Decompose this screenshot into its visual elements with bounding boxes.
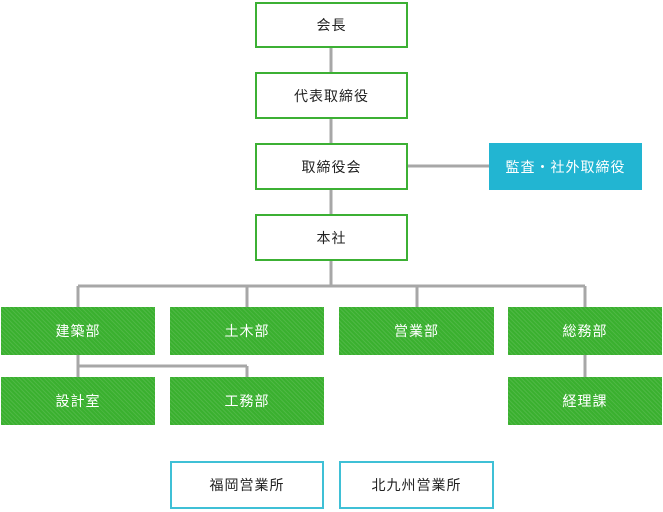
chairman-label: 会長 [316, 18, 347, 34]
office-kitakyushu-box: 北九州営業所 [339, 461, 494, 509]
dept-general-box: 総務部 [508, 307, 662, 355]
accounting-box: 経理課 [508, 377, 662, 425]
dept-construction-box: 建築部 [1, 307, 155, 355]
design-office-box: 設計室 [1, 377, 155, 425]
ceo-box: 代表取締役 [255, 72, 408, 119]
construction-dept-label: 工務部 [224, 394, 270, 410]
dept-sales-box: 営業部 [339, 307, 494, 355]
dept-general-label: 総務部 [562, 324, 608, 340]
accounting-label: 経理課 [562, 394, 608, 410]
hq-label: 本社 [316, 230, 347, 247]
construction-dept-box: 工務部 [170, 377, 324, 425]
dept-sales-label: 営業部 [394, 324, 439, 340]
hq-box: 本社 [255, 214, 408, 261]
design-office-label: 設計室 [55, 394, 101, 410]
dept-civil-box: 土木部 [170, 307, 324, 355]
dept-construction-label: 建築部 [55, 324, 101, 340]
office-fukuoka-box: 福岡営業所 [170, 461, 324, 509]
ceo-label: 代表取締役 [294, 88, 369, 105]
auditor-label: 監査・社外取締役 [505, 159, 626, 176]
dept-civil-label: 土木部 [224, 324, 270, 340]
office-fukuoka-label: 福岡営業所 [209, 478, 285, 494]
auditor-box: 監査・社外取締役 [489, 143, 642, 190]
chairman-box: 会長 [255, 2, 408, 48]
board-label: 取締役会 [301, 159, 362, 176]
office-kitakyushu-label: 北九州営業所 [371, 478, 462, 494]
board-box: 取締役会 [255, 143, 408, 190]
